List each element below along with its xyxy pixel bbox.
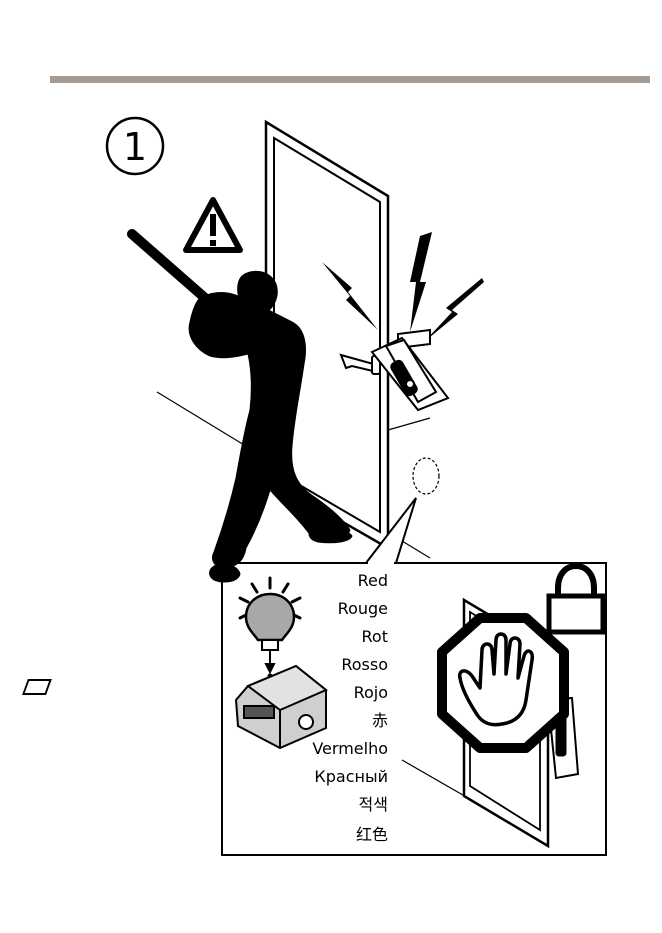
color-name-rot: Rot (362, 627, 388, 646)
color-name-japanese: 赤 (372, 711, 388, 730)
intercom-unit-closeup (23, 666, 326, 748)
color-name-rouge: Rouge (338, 599, 388, 618)
step-number: 1 (123, 125, 147, 169)
warning-triangle-icon (186, 200, 240, 250)
color-name-chinese: 红色 (356, 825, 388, 844)
color-name-korean: 적색 (359, 795, 388, 814)
color-name-vermelho: Vermelho (312, 739, 388, 758)
header-bar (50, 76, 650, 83)
step-badge: 1 (107, 118, 163, 174)
led-callout-circle (413, 458, 439, 494)
color-name-rojo: Rojo (354, 683, 388, 702)
color-name-rosso: Rosso (341, 655, 388, 674)
padlock-icon (549, 566, 603, 632)
color-name-red: Red (358, 571, 388, 590)
color-name-russian: Красный (314, 767, 388, 786)
light-bulb-icon (240, 578, 300, 679)
stop-hand-octagon-icon (442, 618, 564, 748)
baseball-bat (132, 234, 205, 298)
